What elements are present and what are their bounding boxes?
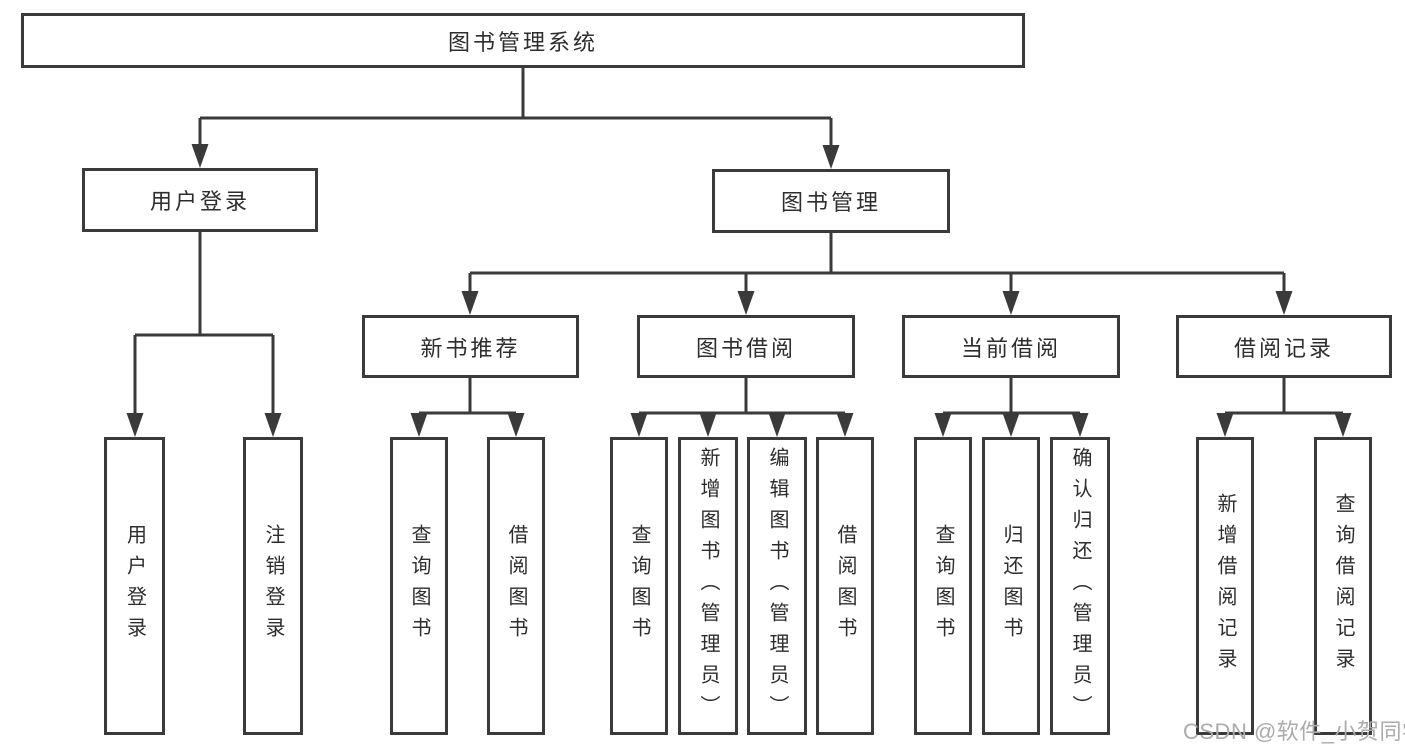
leaf-label: 编辑图书（管理员）: [766, 446, 788, 726]
node-label: 图书管理: [780, 190, 881, 215]
leaf-label: 借阅图书: [834, 524, 856, 648]
node-library-management-system: 图书管理系统: [21, 13, 1025, 68]
leaf-label: 新增图书（管理员）: [697, 446, 719, 726]
leaf-label: 归还图书: [1000, 524, 1022, 648]
node-label: 用户登录: [149, 189, 250, 214]
node-label: 当前借阅: [960, 335, 1061, 361]
node-book-borrowing: 图书借阅: [637, 315, 855, 378]
leaf-add-books-admin: 新增图书（管理员）: [678, 437, 738, 735]
leaf-query-borrow-record: 查询借阅记录: [1314, 437, 1372, 735]
node-book-management: 图书管理: [712, 169, 950, 233]
node-label: 图书借阅: [695, 335, 796, 361]
leaf-label: 借阅图书: [505, 524, 527, 648]
arrowheads: [126, 144, 1352, 437]
leaf-query-books-recommend: 查询图书: [390, 437, 448, 735]
leaf-confirm-return-admin: 确认归还（管理员）: [1050, 437, 1110, 735]
leaf-label: 注销登录: [262, 524, 284, 648]
leaf-label: 用户登录: [123, 524, 146, 648]
leaf-label: 查询图书: [408, 524, 430, 648]
leaf-label: 查询借阅记录: [1332, 493, 1354, 679]
leaf-borrow-books-recommend: 借阅图书: [487, 437, 545, 735]
node-borrowing-records: 借阅记录: [1176, 315, 1392, 378]
node-user-login: 用户登录: [82, 168, 318, 232]
node-label: 图书管理系统: [447, 29, 598, 55]
node-label: 借阅记录: [1233, 335, 1334, 361]
node-new-book-recommendation: 新书推荐: [362, 315, 579, 378]
leaf-label: 确认归还（管理员）: [1069, 446, 1091, 726]
leaf-user-login: 用户登录: [104, 437, 165, 735]
node-current-borrowing: 当前借阅: [902, 315, 1120, 378]
leaf-logout: 注销登录: [243, 437, 303, 735]
leaf-label: 新增借阅记录: [1214, 493, 1236, 679]
leaf-query-books-borrow: 查询图书: [610, 437, 668, 735]
leaf-borrow-books: 借阅图书: [816, 437, 874, 735]
leaf-return-books: 归还图书: [982, 437, 1040, 735]
leaf-label: 查询图书: [932, 524, 954, 648]
leaf-add-borrow-record: 新增借阅记录: [1196, 437, 1254, 735]
node-label: 新书推荐: [420, 335, 521, 361]
leaf-edit-books-admin: 编辑图书（管理员）: [747, 437, 807, 735]
csdn-watermark: CSDN @软件_小贺同学: [1183, 719, 1405, 744]
leaf-query-books-current: 查询图书: [914, 437, 972, 735]
leaf-label: 查询图书: [628, 524, 650, 648]
